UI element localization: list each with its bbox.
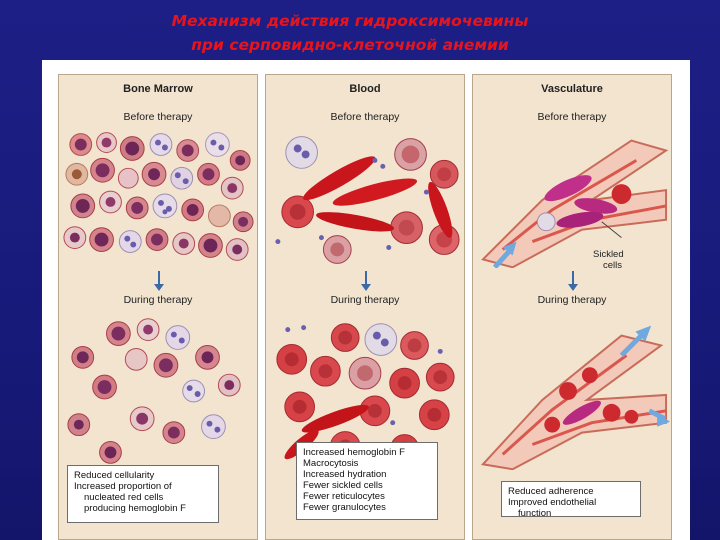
during-therapy-label: During therapy <box>537 294 607 306</box>
bone-marrow-notes: Reduced cellularity Increased proportion… <box>67 465 219 523</box>
slide-title-line1: Механизм действия гидроксимочевины <box>171 12 529 30</box>
callout-line: Sickled <box>593 249 624 260</box>
note-line: function <box>518 508 552 519</box>
panel-heading: Bone Marrow <box>123 83 193 95</box>
bone-marrow-during-illustration <box>59 315 257 470</box>
note-line: Reduced adherence <box>508 486 594 497</box>
panel-blood: Blood Before therapy <box>265 74 465 540</box>
note-line: Fewer sickled cells <box>303 480 383 491</box>
note-line: Fewer granulocytes <box>303 502 386 513</box>
marrow-cells-during <box>67 318 241 464</box>
flow-arrow-icon <box>619 325 671 427</box>
note-line: Increased proportion of <box>74 481 172 492</box>
panel-bone-marrow: Bone Marrow Before therapy <box>58 74 258 540</box>
vasculature-during-illustration <box>473 315 671 470</box>
panel-heading: Blood <box>349 83 381 95</box>
marrow-cells-before <box>63 132 254 261</box>
blood-cells-before <box>275 136 460 264</box>
flow-arrow-icon <box>492 241 517 268</box>
down-arrow <box>568 271 578 291</box>
note-line: Increased hydration <box>303 469 387 480</box>
callout-line: cells <box>603 260 623 271</box>
blood-before-illustration <box>266 130 464 268</box>
panel-heading: Vasculature <box>541 83 603 95</box>
blood-notes: Increased hemoglobin F Macrocytosis Incr… <box>296 442 438 520</box>
note-line: Reduced cellularity <box>74 470 155 481</box>
vasculature-before-illustration <box>473 130 671 268</box>
before-therapy-label: Before therapy <box>123 111 193 123</box>
note-line: Fewer reticulocytes <box>303 491 385 502</box>
panel-vasculature: Vasculature Before therapy <box>472 74 672 540</box>
slide-title-line2: при серповидно-клеточной анемии <box>191 36 509 54</box>
during-therapy-label: During therapy <box>123 294 193 306</box>
note-line: Improved endothelial <box>508 497 597 508</box>
note-line: Increased hemoglobin F <box>303 447 405 458</box>
before-therapy-label: Before therapy <box>330 111 400 123</box>
vasculature-notes: Reduced adherence Improved endothelial f… <box>501 481 641 519</box>
vessel-during <box>480 334 668 470</box>
hydroxyurea-figure: Bone Marrow Before therapy <box>42 60 690 540</box>
before-therapy-label: Before therapy <box>537 111 607 123</box>
down-arrow <box>154 271 164 291</box>
bone-marrow-before-illustration <box>59 130 257 268</box>
note-line: Macrocytosis <box>303 458 359 469</box>
during-therapy-label: During therapy <box>330 294 400 306</box>
vessel-before <box>480 139 669 268</box>
note-line: producing hemoglobin F <box>84 503 186 514</box>
down-arrow <box>361 271 371 291</box>
sickled-cells-callout: Sickled cells <box>593 249 624 271</box>
note-line: nucleated red cells <box>84 492 164 503</box>
